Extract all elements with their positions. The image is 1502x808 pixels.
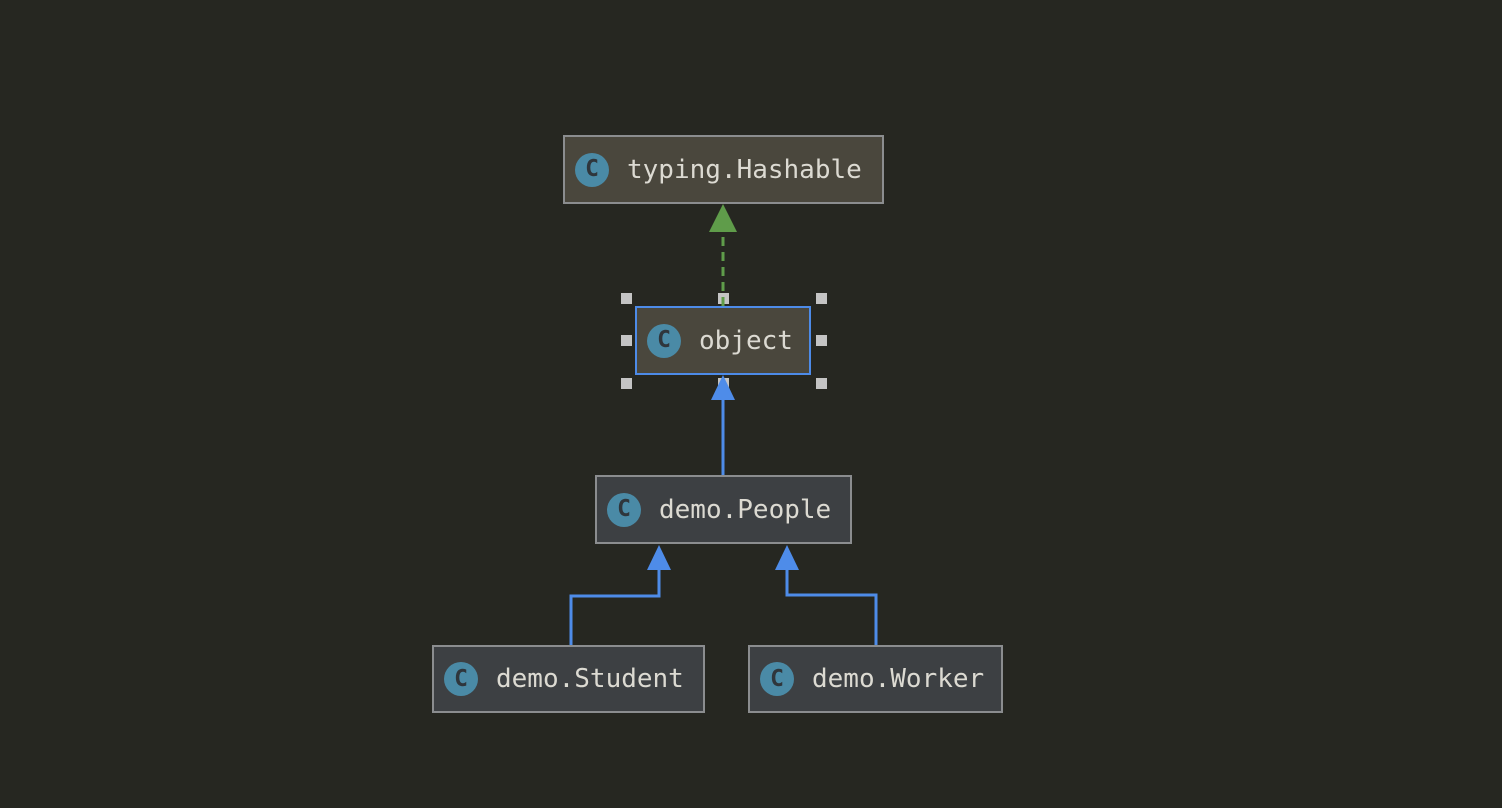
realization-edge-object-to-hashable[interactable] [709, 204, 737, 306]
class-icon: C [647, 323, 681, 358]
selection-handle-mid-right[interactable] [816, 335, 827, 346]
inheritance-arrowhead-icon [647, 545, 671, 570]
class-node-label: demo.People [659, 494, 832, 525]
inheritance-edge-student-to-people[interactable] [569, 545, 671, 645]
class-node-demo-people[interactable]: C demo.People [595, 475, 852, 544]
class-node-label: demo.Student [496, 664, 684, 694]
inheritance-arrowhead-icon [775, 545, 799, 570]
inheritance-arrowhead-icon [711, 375, 735, 400]
class-icon: C [607, 492, 641, 527]
class-icon: C [444, 662, 478, 696]
class-node-label: object [699, 325, 793, 356]
inheritance-edge-line[interactable] [569, 570, 661, 645]
inheritance-edge-worker-to-people[interactable] [775, 545, 878, 645]
selection-handle-top-right[interactable] [816, 293, 827, 304]
selection-handle-bottom-right[interactable] [816, 378, 827, 389]
inheritance-edge-people-to-object[interactable] [711, 375, 735, 475]
selection-handle-top-left[interactable] [621, 293, 632, 304]
inheritance-edge-line[interactable] [785, 570, 878, 645]
class-node-demo-student[interactable]: C demo.Student [432, 645, 705, 713]
class-icon: C [760, 662, 794, 696]
class-node-demo-worker[interactable]: C demo.Worker [748, 645, 1003, 713]
class-node-label: demo.Worker [812, 664, 985, 694]
class-node-typing-hashable[interactable]: C typing.Hashable [563, 135, 884, 204]
realization-arrowhead-icon [709, 204, 737, 232]
selection-handle-mid-left[interactable] [621, 335, 632, 346]
class-node-label: typing.Hashable [627, 154, 862, 185]
class-icon: C [575, 152, 609, 187]
class-node-object[interactable]: C object [635, 306, 811, 375]
selection-handle-bottom-left[interactable] [621, 378, 632, 389]
